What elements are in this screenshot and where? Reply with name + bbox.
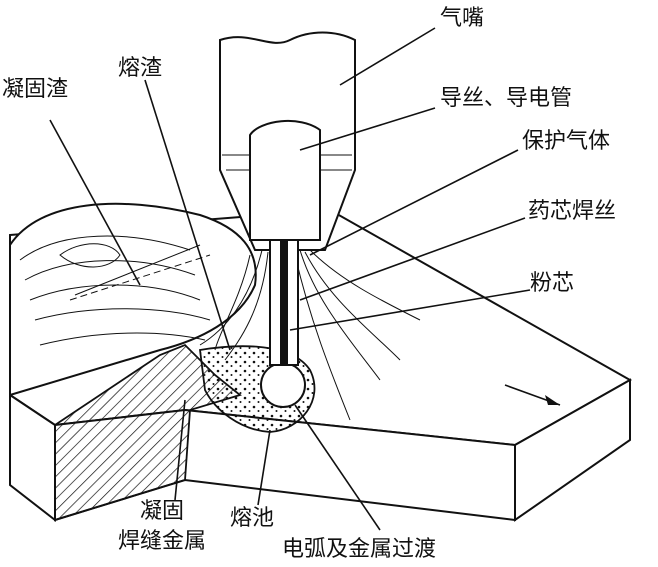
shielding-gas-flow bbox=[199, 249, 421, 421]
label-weld-pool: 熔池 bbox=[230, 506, 274, 531]
label-guide-wire: 导丝、导电管 bbox=[440, 86, 572, 111]
label-solidified-line1: 凝固 bbox=[140, 499, 184, 524]
travel-direction-arrow bbox=[504, 384, 561, 406]
label-slag: 熔渣 bbox=[118, 56, 162, 81]
label-powder-core: 粉芯 bbox=[530, 271, 574, 296]
weld-pool bbox=[198, 345, 316, 433]
label-solidified-line2: 焊缝金属 bbox=[118, 529, 206, 554]
label-shield-gas: 保护气体 bbox=[522, 129, 610, 154]
label-solidified-slag: 凝固渣 bbox=[2, 77, 68, 102]
contact-tube bbox=[249, 119, 321, 241]
solidified-slag-bead bbox=[9, 202, 257, 397]
leader-lines bbox=[49, 27, 531, 531]
label-arc-transfer: 电弧及金属过渡 bbox=[282, 537, 436, 562]
flux-cored-wire bbox=[269, 239, 299, 366]
label-nozzle: 气嘴 bbox=[440, 6, 484, 31]
label-flux-cored-wire: 药芯焊丝 bbox=[528, 199, 616, 224]
